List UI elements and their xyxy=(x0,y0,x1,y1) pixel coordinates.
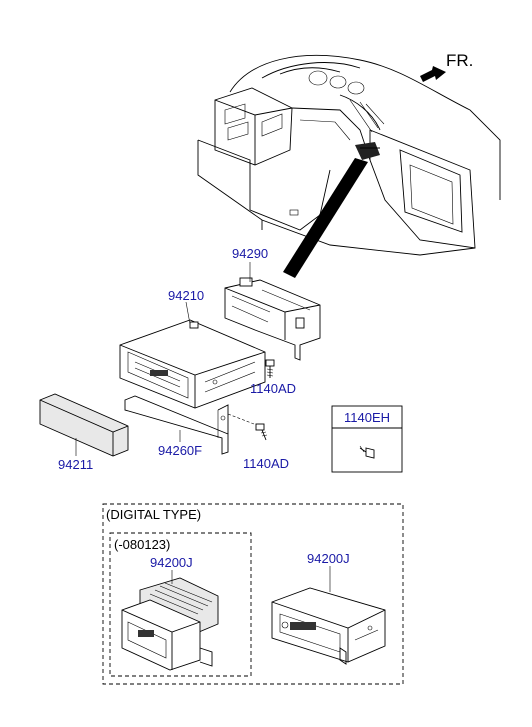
front-direction-arrow xyxy=(420,66,446,82)
leader-94210 xyxy=(185,301,191,325)
part-label-94200J-right[interactable]: 94200J xyxy=(307,551,350,566)
part-label-1140EH[interactable]: 1140EH xyxy=(344,410,390,425)
digital-unit-early-illustration xyxy=(121,577,219,671)
audio-unit-illustration xyxy=(119,319,266,409)
digital-type-group-box xyxy=(102,503,404,685)
part-label-94200J-left[interactable]: 94200J xyxy=(150,555,193,570)
mounting-bracket-illustration xyxy=(124,395,255,455)
digital-type-label: (DIGITAL TYPE) xyxy=(106,507,201,522)
date-range-label: (-080123) xyxy=(114,537,170,552)
date-range-group-box xyxy=(109,532,252,677)
part-label-94211[interactable]: 94211 xyxy=(58,457,93,472)
vehicle-interior-illustration xyxy=(197,55,501,256)
trim-cover-illustration xyxy=(39,393,129,457)
part-label-1140AD-upper[interactable]: 1140AD xyxy=(250,381,296,396)
part-label-94290[interactable]: 94290 xyxy=(232,246,268,261)
part-label-94260F[interactable]: 94260F xyxy=(158,443,202,458)
screw-illustration-lower xyxy=(255,423,268,441)
inset-box-1140EH xyxy=(331,405,403,473)
leader-wedge xyxy=(283,158,368,278)
digital-unit-late-illustration xyxy=(271,587,386,665)
screw-illustration-upper xyxy=(265,359,275,378)
housing-bracket-illustration xyxy=(224,277,321,361)
part-label-94210[interactable]: 94210 xyxy=(168,288,204,303)
bolt-illustration xyxy=(359,445,375,459)
part-label-1140AD-lower[interactable]: 1140AD xyxy=(243,456,289,471)
front-direction-label: FR. xyxy=(446,51,473,70)
